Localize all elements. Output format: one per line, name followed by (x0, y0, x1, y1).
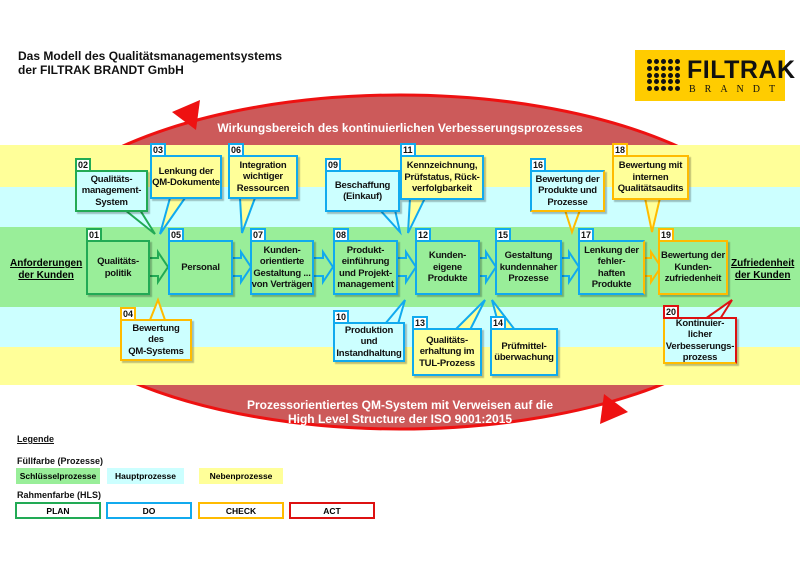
process-label: Lenkung der fehler- haften Produkte (584, 244, 639, 291)
process-label: Integration wichtiger Ressourcen (236, 159, 290, 194)
legend-frame-act: ACT (289, 502, 375, 519)
flow-arrow-icon (478, 248, 498, 286)
scope-bottom-label: Prozessorientiertes QM-System mit Verwei… (246, 398, 554, 426)
legend-fill-title: Füllfarbe (Prozesse) (17, 456, 104, 466)
flow-arrow-icon (231, 248, 253, 286)
legend-frame-plan: PLAN (15, 502, 101, 519)
process-number: 06 (228, 143, 245, 157)
process-number: 19 (658, 228, 675, 242)
flow-arrow-icon (148, 248, 170, 286)
legend-title: Legende (17, 434, 55, 444)
process-number: 02 (75, 158, 92, 172)
process-label: Qualitäts- erhaltung im TUL-Prozess (419, 334, 475, 369)
process-number: 08 (333, 228, 350, 242)
process-label: Kunden- eigene Produkte (427, 250, 468, 285)
legend-fill-main: Hauptprozesse (107, 468, 184, 484)
legend-fill-support: Nebenprozesse (199, 468, 283, 484)
process-number: 16 (530, 158, 547, 172)
process-label: Bewertung des QM-Systems (128, 322, 184, 357)
process-label: Personal (181, 261, 220, 273)
filtrak-logo: FILTRAK BRANDT (635, 50, 795, 101)
cycle-arrow-right-icon (600, 394, 628, 424)
process-label: Kennzeichnung, Prüfstatus, Rück- verfolg… (404, 160, 480, 195)
legend-frame-title: Rahmenfarbe (HLS) (17, 490, 102, 500)
cycle-arrow-left-icon (172, 100, 200, 130)
process-number: 10 (333, 310, 350, 324)
page-title: Das Modell des Qualitätsmanagementsystem… (18, 49, 283, 77)
process-label: Kunden- orientierte Gestaltung ... von V… (251, 244, 313, 291)
process-label: Kontinuier- licher Verbesserungs- prozes… (665, 317, 735, 364)
process-label: Bewertung mit internen Qualitätsaudits (617, 160, 684, 195)
process-number: 15 (495, 228, 512, 242)
process-number: 11 (400, 143, 416, 157)
flow-arrow-icon (312, 248, 335, 286)
flow-arrow-icon (643, 248, 663, 286)
logo-word-filtrak: FILTRAK (687, 56, 796, 84)
flow-arrows (148, 248, 663, 286)
output-label: Zufriedenheit der Kunden (731, 258, 795, 281)
process-number: 03 (150, 143, 167, 157)
process-label: Qualitäts- politik (97, 256, 139, 279)
process-label: Produktion und Instandhaltung (336, 324, 402, 359)
process-number: 14 (490, 316, 507, 330)
legend-frame-check: CHECK (198, 502, 284, 519)
process-label: Lenkung der QM-Dokumente (152, 165, 220, 189)
process-number: 09 (325, 158, 342, 172)
process-number: 20 (663, 305, 680, 319)
process-number: 04 (120, 307, 137, 321)
process-label: Gestaltung kundennaher Prozesse (499, 250, 558, 285)
dot-grid-icon (647, 59, 681, 92)
scope-top-label: Wirkungsbereich des kontinuierlichen Ver… (217, 121, 583, 135)
process-number: 05 (168, 228, 185, 242)
process-number: 17 (578, 228, 595, 242)
legend-frame-do: DO (106, 502, 192, 519)
flow-arrow-icon (560, 248, 581, 286)
process-label: Qualitäts- management- System (81, 173, 142, 208)
process-number: 07 (250, 228, 267, 242)
legend-fill-key: Schlüsselprozesse (16, 468, 100, 484)
process-number: 01 (86, 228, 103, 242)
process-label: Bewertung der Produkte und Prozesse (535, 173, 600, 208)
process-number: 13 (412, 316, 429, 330)
callout-pointers (122, 197, 733, 331)
process-number: 18 (612, 143, 629, 157)
input-label: Anforderungen der Kunden (10, 258, 83, 281)
process-number: 12 (415, 228, 432, 242)
flow-arrow-icon (396, 248, 418, 286)
process-label: Produkt- einführung und Projekt- managem… (337, 244, 394, 291)
process-label: Bewertung der Kunden- zufriedenheit (661, 250, 725, 285)
process-label: Prüfmittel- überwachung (494, 340, 554, 364)
logo-word-brandt: BRANDT (689, 84, 785, 95)
process-label: Beschaffung (Einkauf) (334, 179, 391, 203)
